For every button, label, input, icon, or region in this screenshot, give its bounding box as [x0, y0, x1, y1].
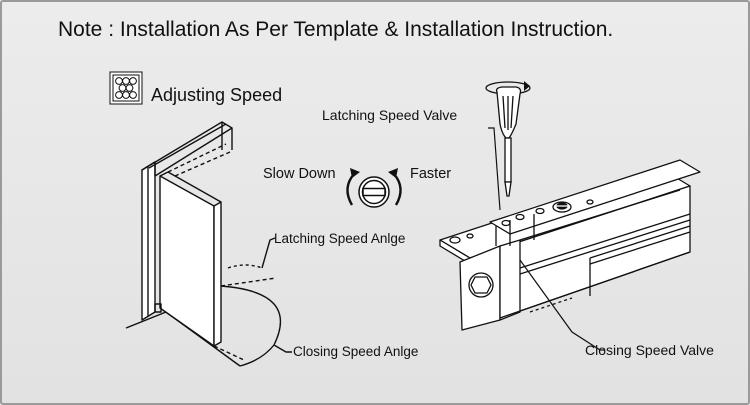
closing-speed-angle-label: Closing Speed Anlge — [293, 344, 418, 359]
closing-speed-valve-label: Closing Speed Valve — [585, 342, 714, 358]
latching-speed-valve-label: Latching Speed Valve — [322, 107, 457, 123]
door-closer-body — [439, 159, 701, 331]
honeycomb-icon — [109, 71, 143, 105]
section-title: Adjusting Speed — [151, 85, 282, 105]
door-illustration — [125, 121, 292, 367]
screwdriver-icon — [485, 81, 531, 197]
latching-valve-leader — [488, 127, 501, 211]
speed-dial-icon — [346, 168, 402, 208]
faster-label: Faster — [410, 166, 451, 182]
latching-speed-angle-label: Latching Speed Anlge — [274, 231, 405, 246]
note-title: Note : Installation As Per Template & In… — [58, 18, 613, 41]
closing-valve-leader — [519, 259, 605, 351]
slow-down-label: Slow Down — [263, 166, 336, 182]
